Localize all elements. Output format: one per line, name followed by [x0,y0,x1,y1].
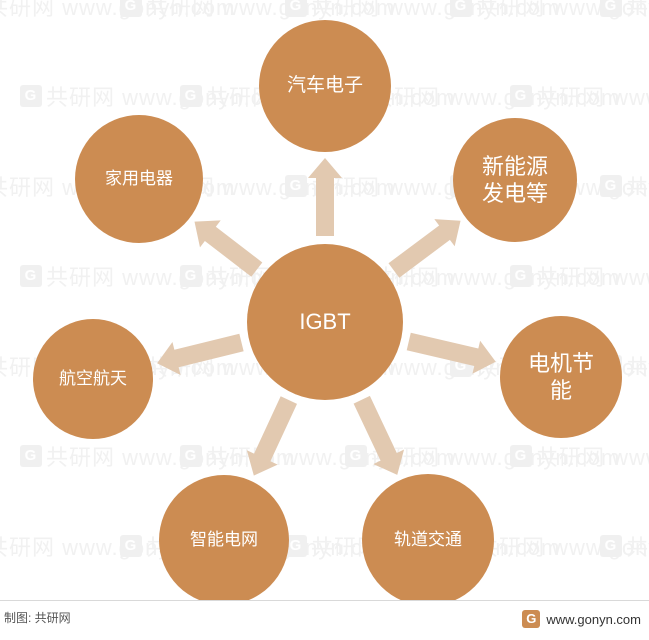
application-node: 家用电器 [75,115,203,243]
site-url-label: www.gonyn.com [546,611,641,627]
flow-arrow [388,219,461,278]
application-node: 新能源 发电等 [453,118,577,242]
credit-label: 制图: 共研网 [4,611,71,625]
flow-arrow [194,220,263,277]
node-label: 智能电网 [190,530,258,550]
flow-arrow [308,158,342,236]
application-node: 智能电网 [159,475,289,605]
flow-arrow [246,396,298,476]
flow-arrow [157,333,244,375]
igbt-application-diagram: 汽车电子新能源 发电等电机节 能轨道交通 智能电网 航空航天 家用电器 IGBT [33,20,622,606]
node-label: 航空航天 [59,369,127,389]
center-node-igbt: IGBT [247,244,403,400]
node-label: IGBT [299,309,351,335]
flow-arrow [353,395,405,475]
node-label: 电机节 能 [527,350,594,404]
node-label: 汽车电子 [286,75,363,97]
site-branding: G www.gonyn.com [522,610,641,628]
site-logo-icon: G [522,610,541,628]
flow-arrow [406,332,496,374]
node-label: 新能源 发电等 [481,153,548,207]
application-node: 轨道交通 [362,474,494,606]
footer-bar: 制图: 共研网 G www.gonyn.com [0,600,649,640]
application-node: 航空航天 [33,319,153,439]
application-node: 电机节 能 [500,316,622,438]
node-label: 家用电器 [105,169,173,189]
application-node: 汽车电子 [259,20,391,152]
node-label: 轨道交通 [394,530,462,550]
